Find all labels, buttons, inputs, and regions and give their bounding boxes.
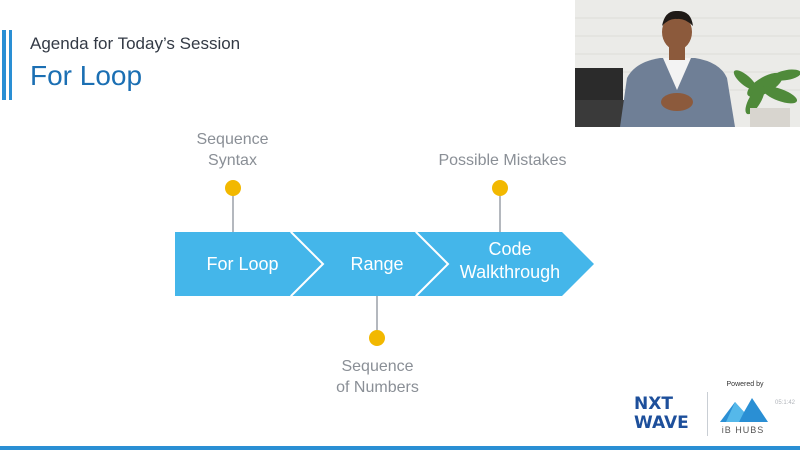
footer-accent-line [0, 446, 800, 450]
step-label-code-line2: Walkthrough [459, 262, 561, 282]
chevron-separator-1 [290, 231, 325, 297]
note-possible-mistakes-text: Possible Mistakes [438, 152, 567, 169]
note-sequence-syntax: Sequence Syntax [170, 129, 295, 171]
presenter-webcam [575, 0, 800, 127]
chevron-step-1 [175, 232, 322, 296]
presenter-video-frame [575, 0, 800, 127]
slide-title: For Loop [30, 60, 143, 91]
note-sequence-of-numbers: Sequence of Numbers [315, 356, 440, 398]
note-sequence-of-numbers-line1: Sequence [341, 358, 414, 375]
chevron-step-3 [417, 232, 594, 296]
milestone-dot-3 [492, 180, 508, 196]
logo-divider [707, 392, 708, 436]
video-timecode: 05:1:42 [775, 400, 796, 406]
ib-hubs-mountain-icon [720, 398, 768, 422]
note-possible-mistakes: Possible Mistakes [420, 150, 585, 171]
step-label-code-line1: Code [488, 239, 532, 259]
title-accent-bar-secondary [9, 30, 12, 100]
milestone-dot-1 [225, 180, 241, 196]
step-label-range: Range [322, 253, 432, 276]
powered-by-label: Powered by [726, 381, 764, 388]
ib-hubs-logo-text: iB HUBS [721, 425, 765, 435]
title-accent-bar [2, 30, 6, 100]
step-label-range-text: Range [350, 254, 404, 274]
step-label-for-loop: For Loop [185, 253, 300, 276]
nxtwave-logo-line1: NXT [634, 394, 673, 414]
slide-subtitle: Agenda for Today’s Session [30, 34, 241, 53]
nxtwave-logo-line2: WAVE [634, 413, 689, 433]
chevron-separator-2 [415, 231, 450, 297]
note-sequence-syntax-line2: Syntax [208, 152, 257, 169]
milestone-dot-2 [369, 330, 385, 346]
note-sequence-of-numbers-line2: of Numbers [336, 379, 419, 396]
note-sequence-syntax-line1: Sequence [196, 131, 269, 148]
step-label-for-loop-text: For Loop [206, 254, 279, 274]
step-label-code-walkthrough: Code Walkthrough [440, 238, 580, 284]
chevron-step-2 [292, 232, 447, 296]
nxtwave-logo: NXT WAVE [634, 395, 689, 433]
